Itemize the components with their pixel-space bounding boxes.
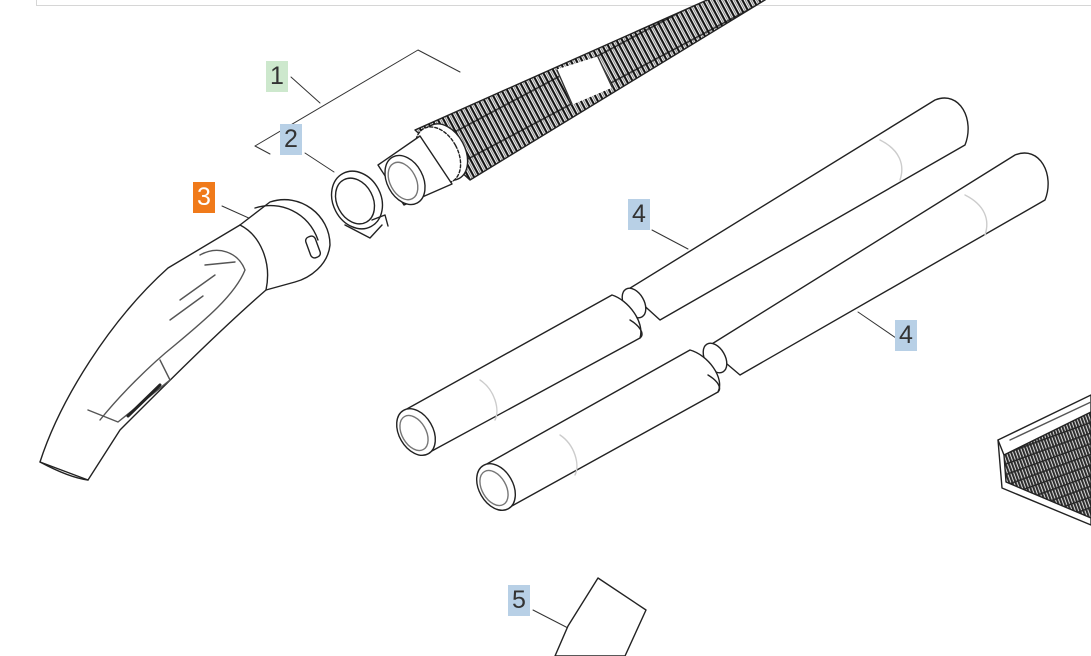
bent-tube-handle-icon[interactable]: [39, 199, 331, 481]
callout-2[interactable]: 2: [280, 124, 302, 155]
callout-label: 1: [270, 62, 284, 90]
top-frame-border: [36, 0, 1091, 6]
tube-pair-icon[interactable]: [389, 97, 1049, 517]
callout-label: 4: [899, 321, 913, 349]
callout-label: 4: [632, 200, 646, 228]
pleated-filter-icon[interactable]: [997, 394, 1091, 526]
clip-ring-icon[interactable]: [322, 162, 393, 239]
callout-label: 2: [284, 125, 298, 153]
callout-1[interactable]: 1: [266, 61, 288, 92]
callout-5[interactable]: 5: [508, 585, 530, 616]
flat-nozzle-icon[interactable]: [554, 577, 647, 656]
leader-lines: [221, 49, 897, 629]
callout-4-lower[interactable]: 4: [895, 320, 917, 351]
callout-4-upper[interactable]: 4: [628, 199, 650, 230]
callout-3[interactable]: 3: [193, 182, 215, 213]
callout-label: 5: [512, 586, 526, 614]
callout-label: 3: [197, 183, 211, 211]
corrugated-hose-icon[interactable]: [377, 0, 778, 211]
